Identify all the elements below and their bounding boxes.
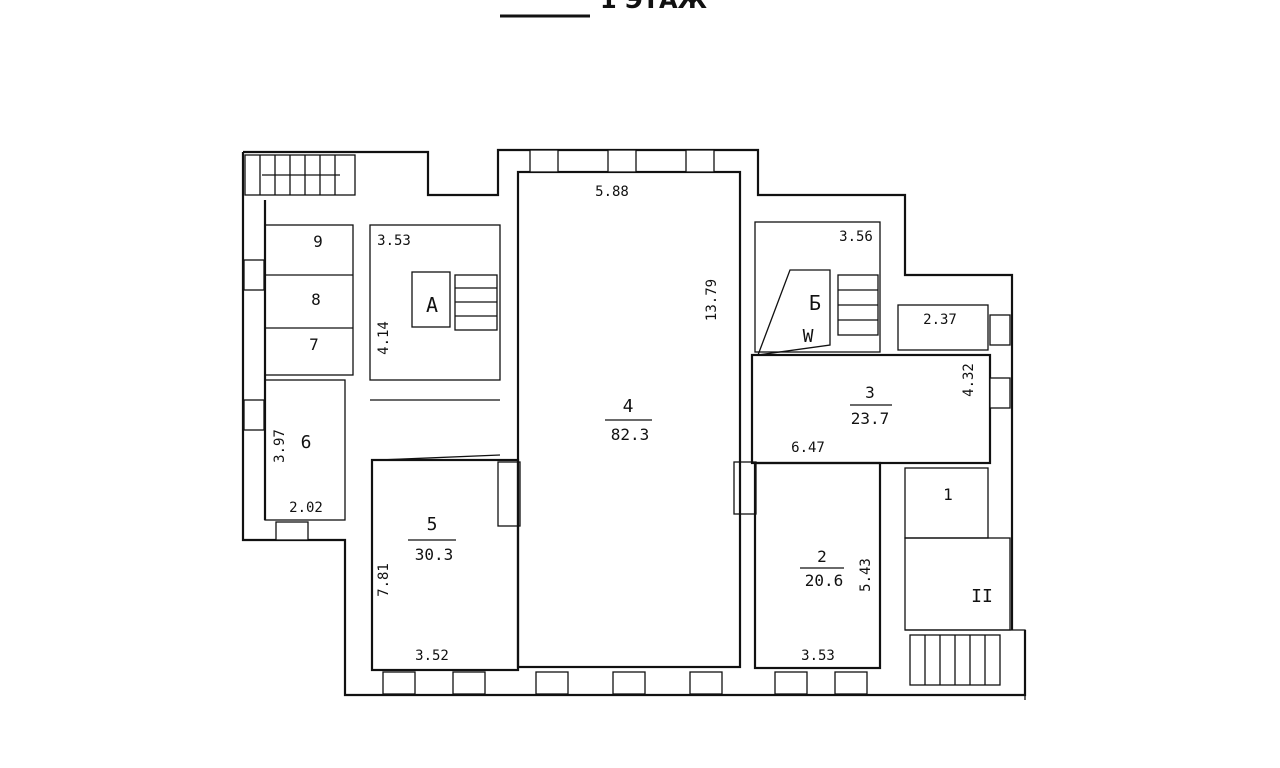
- dim-room-2-width: 3.53: [801, 648, 835, 664]
- dim-room-3-depth: 4.32: [961, 363, 977, 397]
- stair-a-label: A: [426, 293, 438, 317]
- room-4-number: 4: [623, 396, 634, 417]
- dim-stair-a-width: 3.53: [377, 233, 411, 249]
- dim-room-6-length: 3.97: [272, 429, 288, 463]
- room-9-number: 9: [313, 232, 323, 251]
- room-7-number: 7: [309, 335, 319, 354]
- room-6-number: 6: [301, 432, 312, 453]
- dim-room-2-length: 5.43: [858, 558, 874, 592]
- dim-room-3-width: 6.47: [791, 440, 825, 456]
- room-labels: 4 82.3 3 23.7 5 30.3 2 20.6 6 8 7 9 1 A …: [301, 232, 993, 607]
- dim-hall-width: 5.88: [595, 184, 629, 200]
- room-5-number: 5: [427, 514, 438, 535]
- dim-hall-length: 13.79: [704, 279, 720, 321]
- room-4-area: 82.3: [611, 425, 650, 444]
- room-2-area: 20.6: [805, 571, 844, 590]
- dim-room-6-width: 2.02: [289, 500, 323, 516]
- inner-walls: [264, 170, 1011, 672]
- dim-room-5-length: 7.81: [376, 563, 392, 597]
- dim-stair-a-length: 4.14: [376, 321, 392, 355]
- dim-room-5-width: 3.52: [415, 648, 449, 664]
- room-8-number: 8: [311, 290, 321, 309]
- floor-title: 1 ЭТАЖ: [600, 0, 708, 14]
- room-3-number: 3: [865, 383, 875, 402]
- room-2-number: 2: [817, 547, 827, 566]
- stair-treads: [244, 154, 1001, 686]
- room-3-area: 23.7: [851, 409, 890, 428]
- section-mark: II: [971, 586, 993, 607]
- room-5-area: 30.3: [415, 545, 454, 564]
- dim-stair-b-width: 3.56: [839, 229, 873, 245]
- windows: [243, 149, 1011, 695]
- dimension-labels: 5.88 13.79 3.53 3.56 4.14 2.37 4.32 6.47…: [272, 184, 977, 664]
- wc-mark: W: [803, 326, 814, 347]
- dim-small-room: 2.37: [923, 312, 957, 328]
- room-1-number: 1: [943, 485, 953, 504]
- stair-b-label: Б: [809, 291, 821, 315]
